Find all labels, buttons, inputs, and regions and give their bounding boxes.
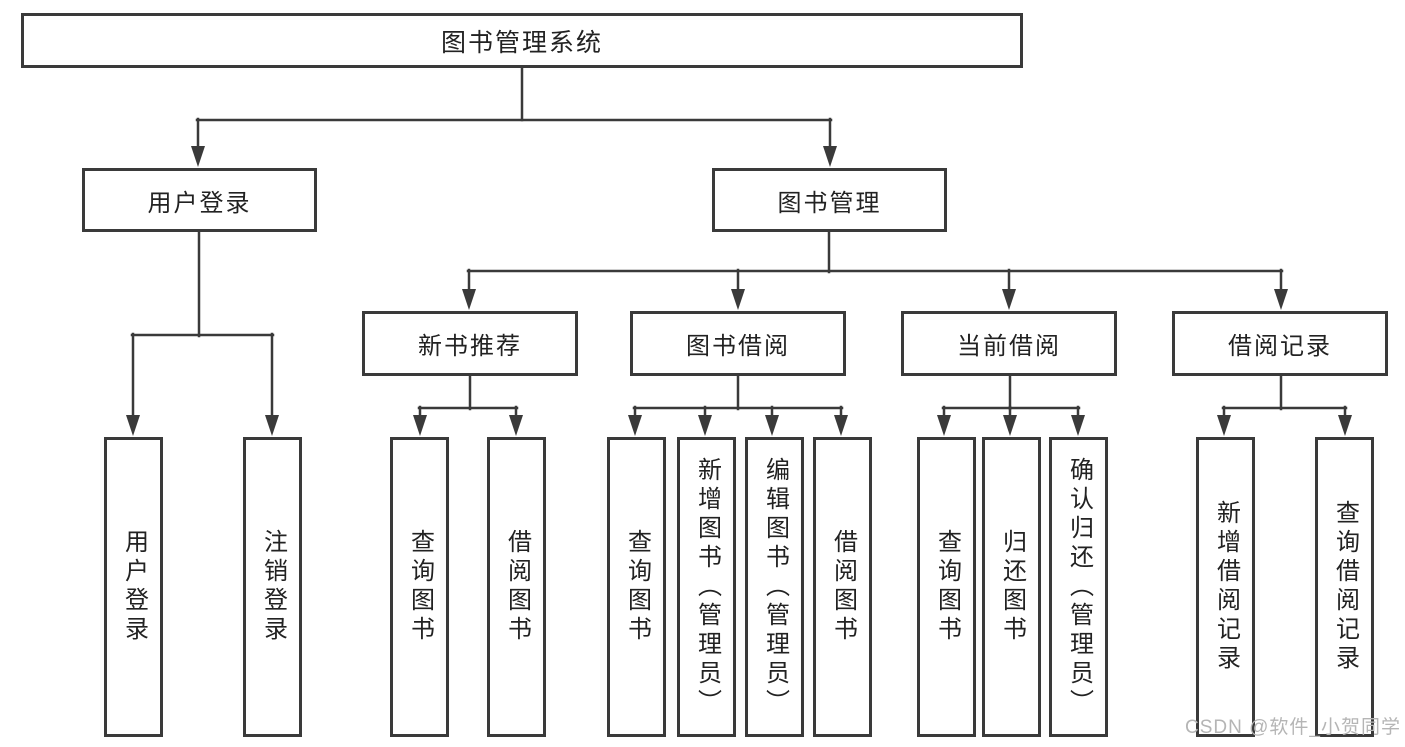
node-current-borrowing: 当前借阅 [901,311,1117,376]
leaf-bb-add-books-admin: 新增图书（管理员） [677,437,736,737]
node-new-book-recommend: 新书推荐 [362,311,578,376]
node-current-borrowing-label: 当前借阅 [957,333,1061,360]
leaf-bb-add-books-admin-label: 新增图书（管理员） [693,456,721,718]
leaf-bb-edit-books-admin: 编辑图书（管理员） [745,437,804,737]
leaf-cb-confirm-return-admin: 确认归还（管理员） [1049,437,1108,737]
node-book-borrowing: 图书借阅 [630,311,846,376]
leaf-nbr-query-books-label: 查询图书 [406,529,434,645]
leaf-bb-borrow-books-label: 借阅图书 [829,529,857,645]
node-user-login: 用户登录 [82,168,317,232]
leaf-br-add-record-label: 新增借阅记录 [1212,500,1240,674]
leaf-bb-borrow-books: 借阅图书 [813,437,872,737]
leaf-cb-return-books-label: 归还图书 [998,529,1026,645]
leaf-user-login-label: 用户登录 [120,529,148,645]
leaf-cb-confirm-return-admin-label: 确认归还（管理员） [1065,456,1093,718]
node-borrowing-records: 借阅记录 [1172,311,1388,376]
node-book-management-system-label: 图书管理系统 [440,28,603,57]
leaf-br-query-record: 查询借阅记录 [1315,437,1374,737]
leaf-logout-label: 注销登录 [259,529,287,645]
node-book-borrowing-label: 图书借阅 [686,333,790,360]
node-borrowing-records-label: 借阅记录 [1228,333,1332,360]
leaf-br-query-record-label: 查询借阅记录 [1331,500,1359,674]
leaf-logout: 注销登录 [243,437,302,737]
node-book-management: 图书管理 [712,168,947,232]
node-new-book-recommend-label: 新书推荐 [418,333,522,360]
watermark: CSDN @软件_小贺同学 [1185,717,1401,738]
leaf-user-login: 用户登录 [104,437,163,737]
leaf-cb-query-books-label: 查询图书 [933,529,961,645]
leaf-nbr-borrow-books: 借阅图书 [487,437,546,737]
leaf-cb-return-books: 归还图书 [982,437,1041,737]
leaf-bb-query-books-label: 查询图书 [623,529,651,645]
node-book-management-label: 图书管理 [777,189,882,217]
leaf-nbr-query-books: 查询图书 [390,437,449,737]
leaf-bb-edit-books-admin-label: 编辑图书（管理员） [761,456,789,718]
node-book-management-system: 图书管理系统 [21,13,1023,68]
leaf-bb-query-books: 查询图书 [607,437,666,737]
leaf-br-add-record: 新增借阅记录 [1196,437,1255,737]
leaf-nbr-borrow-books-label: 借阅图书 [503,529,531,645]
node-user-login-label: 用户登录 [147,189,252,217]
leaf-cb-query-books: 查询图书 [917,437,976,737]
